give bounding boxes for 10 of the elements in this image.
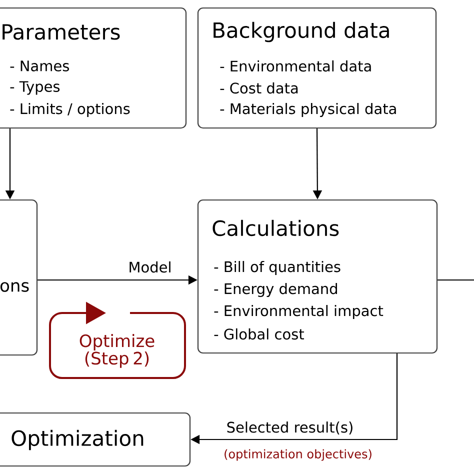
process-box: ons [0,199,38,356]
note-text: (optimization objectives) [224,449,372,461]
edge-label: Selected result(s) [227,422,352,434]
process-box: Calculations - Bill of quantities - Energy demand - Environmental impact - Global cost [197,199,438,354]
loop-arrow-box: Optimize (Step 2) [49,302,186,379]
process-box: Background data - Environmental data - Cost data - Materials physical data [197,7,437,129]
process-box: Parameters - Names - Types - Limits / options [0,7,187,129]
edge-label: Model [130,261,170,273]
node-label: Optimize (Step 2) [80,334,154,368]
process-box: Optimization [0,412,191,467]
